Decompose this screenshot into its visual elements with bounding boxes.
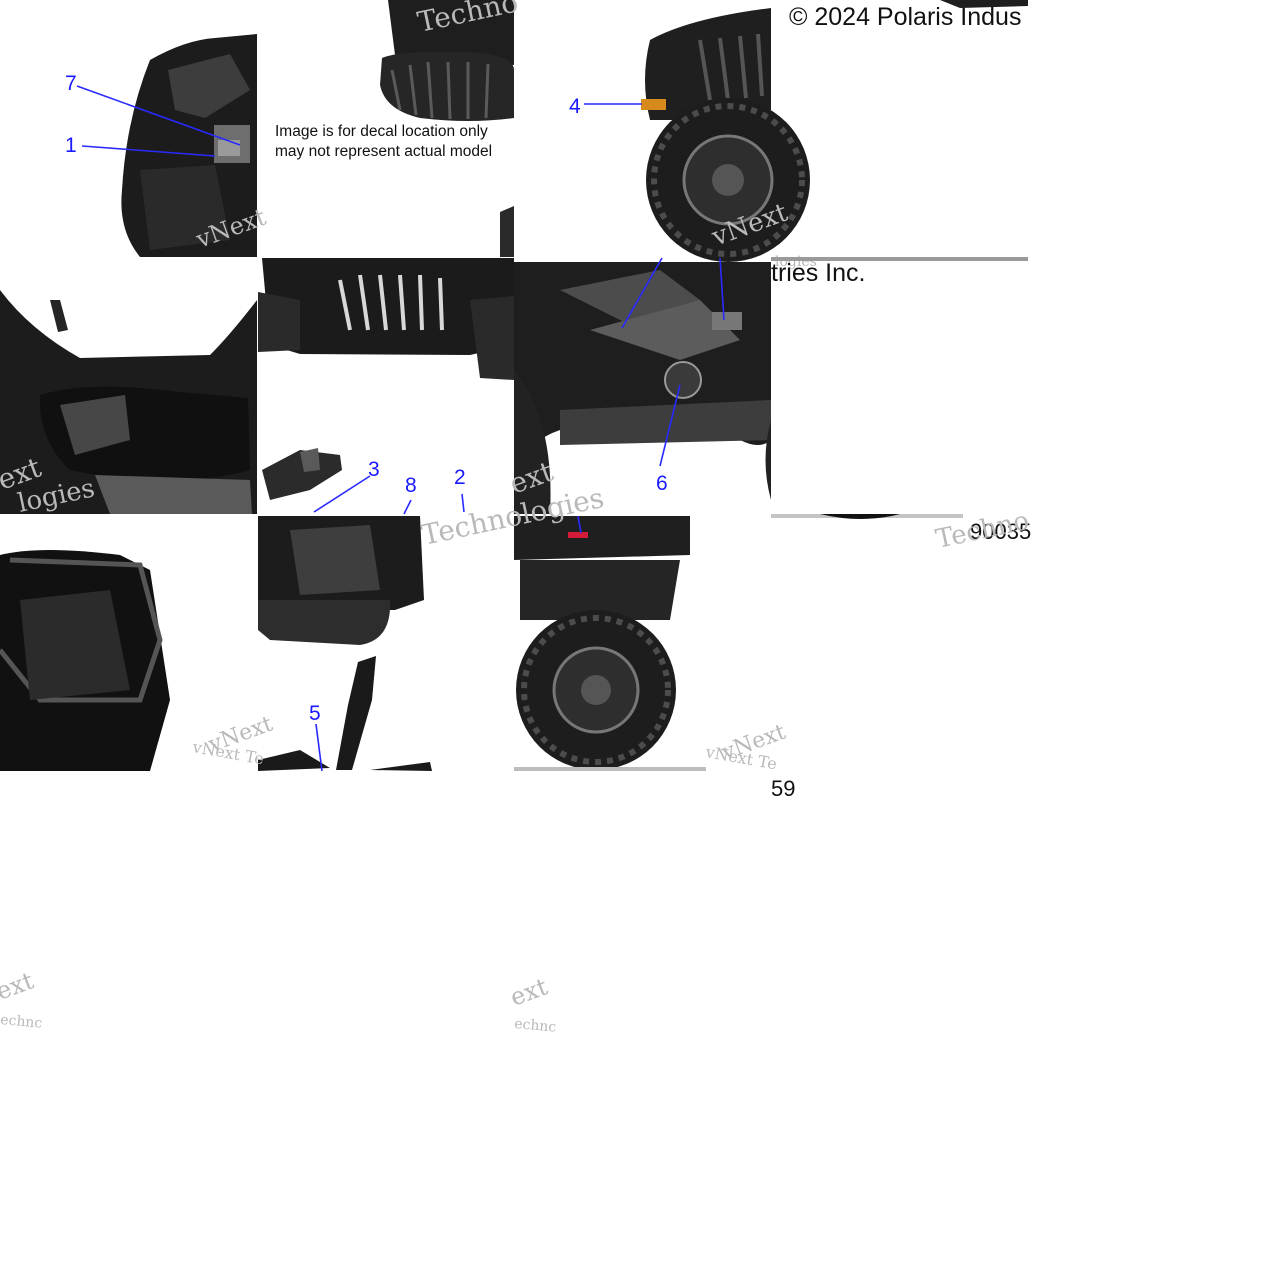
callout-3: 3 [368, 458, 380, 481]
vehicle-edge-fragment [500, 206, 514, 257]
vehicle-seat-highlight [60, 395, 130, 455]
callout-4: 4 [569, 95, 581, 118]
front-hub [712, 164, 744, 196]
callout-numbers: 7 1 4 3 8 2 6 5 [65, 72, 668, 725]
side-footwell [560, 400, 771, 445]
note-line-2: may not represent actual model [275, 143, 492, 160]
tile-rear-wheel [514, 516, 706, 771]
callout-8: 8 [405, 474, 417, 497]
callout-7: 7 [65, 72, 77, 95]
callout-1: 1 [65, 134, 77, 157]
front-tire-tread [651, 103, 805, 257]
front-fascia-detail [290, 525, 380, 595]
brake-lever [300, 448, 320, 472]
watermark-ext-3: ext [0, 966, 38, 1005]
fender-right-stub [470, 296, 514, 380]
rear-wheel-arc [765, 420, 771, 500]
front-rack [262, 258, 514, 355]
wheel-fragment [820, 514, 900, 519]
tile-front-left [121, 34, 257, 257]
callout-5: 5 [309, 702, 321, 725]
watermark-echnc-2: echnc [514, 1016, 557, 1036]
decal-front-1 [218, 140, 240, 156]
vehicle-tire-top [380, 51, 514, 121]
ground-line [514, 767, 706, 771]
rear-fender [514, 516, 690, 560]
handlebar-stem [50, 300, 68, 332]
leader-top-a [621, 257, 663, 329]
figure-number-part1: 90035 [970, 519, 1031, 544]
tile-front-wheel [641, 8, 810, 262]
decal-side-stripe [590, 300, 740, 360]
copyright-text-part2: tries Inc. [771, 259, 865, 287]
tile-figure-number: 90035 59 [771, 519, 1031, 801]
tile-front-lower [258, 516, 432, 771]
rear-storage-panel [20, 590, 130, 700]
rear-rack-fragment-right [370, 762, 432, 771]
tile-side: logies [514, 254, 817, 514]
leader-red [577, 515, 582, 534]
fuel-cap [664, 361, 702, 399]
rear-hub [581, 675, 611, 705]
callout-2: 2 [454, 466, 466, 489]
reflector-amber [641, 99, 666, 110]
vehicle-fender-ribs [698, 33, 764, 101]
tile-copyright: © 2024 Polaris Indus [789, 0, 1028, 31]
leader-1 [81, 145, 216, 157]
copyright-text-part1: © 2024 Polaris Indus [789, 3, 1021, 31]
figure-number-part2: 59 [771, 776, 795, 801]
front-tire-lower [258, 600, 391, 645]
tire-tread [390, 61, 490, 120]
divider-line-top [771, 257, 1028, 261]
tile-rear-left [0, 550, 170, 771]
tile-rack [258, 258, 514, 500]
vehicle-front-fender-right [645, 8, 771, 120]
rear-rack-fragment [258, 750, 330, 771]
leader-5 [315, 723, 323, 772]
leader-2 [461, 493, 465, 513]
watermark-techno-2: Techno [933, 506, 1032, 555]
front-wheel-arc [514, 370, 551, 514]
callout-6: 6 [656, 472, 668, 495]
watermark-echnc-1: echnc [0, 1012, 43, 1032]
watermark-ext-4: ext [506, 972, 551, 1011]
decal-side-graphic-left [95, 475, 252, 514]
leader-top-b [719, 257, 725, 321]
leader-3 [313, 475, 371, 513]
rear-tire-tread [521, 615, 671, 765]
tile-copyright-continued: tries Inc. [771, 257, 1028, 519]
vehicle-fragment-top [940, 0, 1028, 8]
leader-6 [659, 384, 681, 467]
fender-left-stub [258, 292, 300, 352]
vehicle-bumper [388, 0, 514, 65]
vehicle-front-grille [140, 165, 230, 250]
tile-seat [0, 290, 257, 514]
reflector-red [568, 532, 588, 538]
decal-model-badge [712, 312, 742, 330]
leader-lines [76, 85, 725, 772]
tile-note [380, 0, 514, 257]
note-line-1: Image is for decal location only [275, 123, 488, 140]
leader-7 [76, 85, 241, 146]
rear-suspension [520, 560, 680, 620]
front-rack-slots [338, 274, 444, 331]
handlebar-grip [262, 450, 342, 500]
rear-flag-mount [336, 656, 376, 770]
leader-8 [403, 499, 412, 515]
vehicle-front-fender [168, 54, 250, 118]
